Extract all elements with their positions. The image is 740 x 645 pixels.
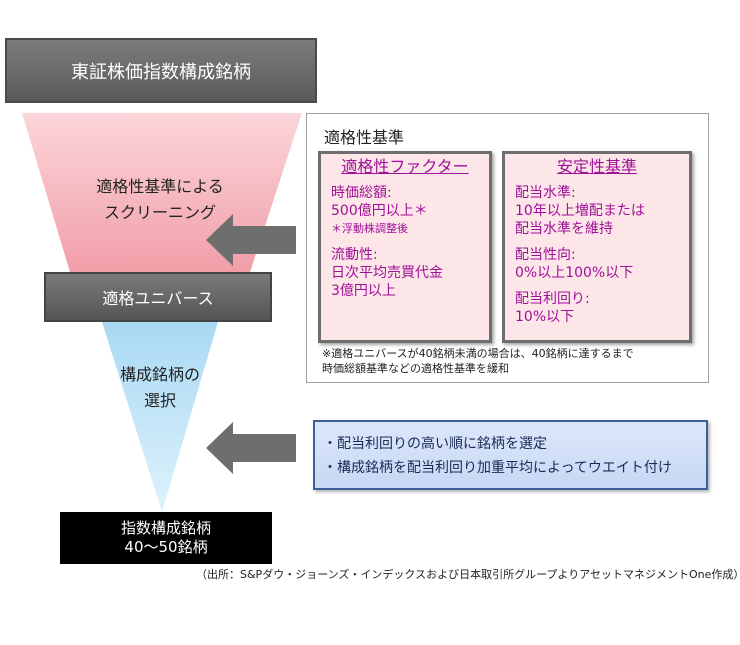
payout-ratio-criterion: 配当性向: 0%以上100%以下 bbox=[515, 246, 679, 282]
dividend-yield-label: 配当利回り: bbox=[515, 291, 590, 307]
liquidity-label: 流動性: bbox=[331, 247, 378, 263]
screening-label: 適格性基準による スクリーニング bbox=[70, 174, 250, 226]
liquidity-criterion: 流動性: 日次平均売買代金 3億円以上 bbox=[331, 246, 479, 300]
selection-method-line1: ・配当利回りの高い順に銘柄を選定 bbox=[323, 436, 547, 452]
criteria-footnote: ※適格ユニバースが40銘柄未満の場合は、40銘柄に達するまで 時価総額基準などの… bbox=[322, 346, 702, 376]
market-cap-criterion: 時価総額: 500億円以上＊ ＊浮動株調整後 bbox=[331, 184, 479, 238]
source-note: （出所：S&Pダウ・ジョーンズ・インデックスおよび日本取引所グループよりアセット… bbox=[196, 568, 740, 581]
dividend-level-criterion: 配当水準: 10年以上増配または 配当水準を維持 bbox=[515, 184, 679, 238]
dividend-yield-criterion: 配当利回り: 10%以下 bbox=[515, 290, 679, 326]
payout-ratio-label: 配当性向: bbox=[515, 247, 576, 263]
selection-method-box: ・配当利回りの高い順に銘柄を選定 ・構成銘柄を配当利回り加重平均によってウエイト… bbox=[313, 420, 708, 490]
eligibility-factor-box: 適格性ファクター 時価総額: 500億円以上＊ ＊浮動株調整後 流動性: 日次平… bbox=[318, 151, 492, 343]
dividend-level-value-line1: 10年以上増配または bbox=[515, 203, 645, 219]
selection-label: 構成銘柄の 選択 bbox=[95, 362, 225, 414]
topix-constituents-label: 東証株価指数構成銘柄 bbox=[71, 61, 251, 83]
market-cap-label: 時価総額: bbox=[331, 185, 392, 201]
eligible-universe-bar: 適格ユニバース bbox=[44, 272, 272, 322]
criteria-title: 適格性基準 bbox=[324, 128, 405, 147]
selection-label-line1: 構成銘柄の bbox=[119, 365, 200, 384]
criteria-footnote-line2: 時価総額基準などの適格性基準を緩和 bbox=[322, 362, 509, 375]
topix-constituents-bar: 東証株価指数構成銘柄 bbox=[5, 38, 317, 103]
dividend-level-label: 配当水準: bbox=[515, 185, 576, 201]
arrow-to-screening-icon bbox=[206, 214, 296, 266]
stability-criteria-heading: 安定性基準 bbox=[556, 157, 637, 176]
eligibility-factor-heading: 適格性ファクター bbox=[341, 157, 469, 176]
selection-method-line2: ・構成銘柄を配当利回り加重平均によってウエイト付け bbox=[323, 460, 672, 476]
payout-ratio-value: 0%以上100%以下 bbox=[515, 265, 634, 281]
eligible-universe-label: 適格ユニバース bbox=[102, 289, 214, 308]
screening-label-line1: 適格性基準による bbox=[96, 177, 224, 196]
liquidity-value-line2: 3億円以上 bbox=[331, 283, 396, 299]
index-constituents-count: 40〜50銘柄 bbox=[124, 538, 208, 556]
market-cap-note: ＊浮動株調整後 bbox=[331, 222, 408, 235]
index-constituents-bar: 指数構成銘柄 40〜50銘柄 bbox=[60, 512, 272, 564]
dividend-yield-value: 10%以下 bbox=[515, 309, 575, 325]
stability-criteria-box: 安定性基準 配当水準: 10年以上増配または 配当水準を維持 配当性向: 0%以… bbox=[502, 151, 692, 343]
screening-label-line2: スクリーニング bbox=[103, 203, 216, 222]
arrow-to-selection-icon bbox=[206, 422, 296, 474]
criteria-footnote-line1: ※適格ユニバースが40銘柄未満の場合は、40銘柄に達するまで bbox=[322, 347, 634, 360]
liquidity-value-line1: 日次平均売買代金 bbox=[331, 265, 443, 281]
selection-funnel-segment bbox=[102, 322, 218, 512]
market-cap-value: 500億円以上＊ bbox=[331, 203, 428, 219]
index-constituents-label: 指数構成銘柄 bbox=[120, 519, 211, 537]
dividend-level-value-line2: 配当水準を維持 bbox=[515, 221, 613, 237]
selection-label-line2: 選択 bbox=[143, 391, 176, 410]
